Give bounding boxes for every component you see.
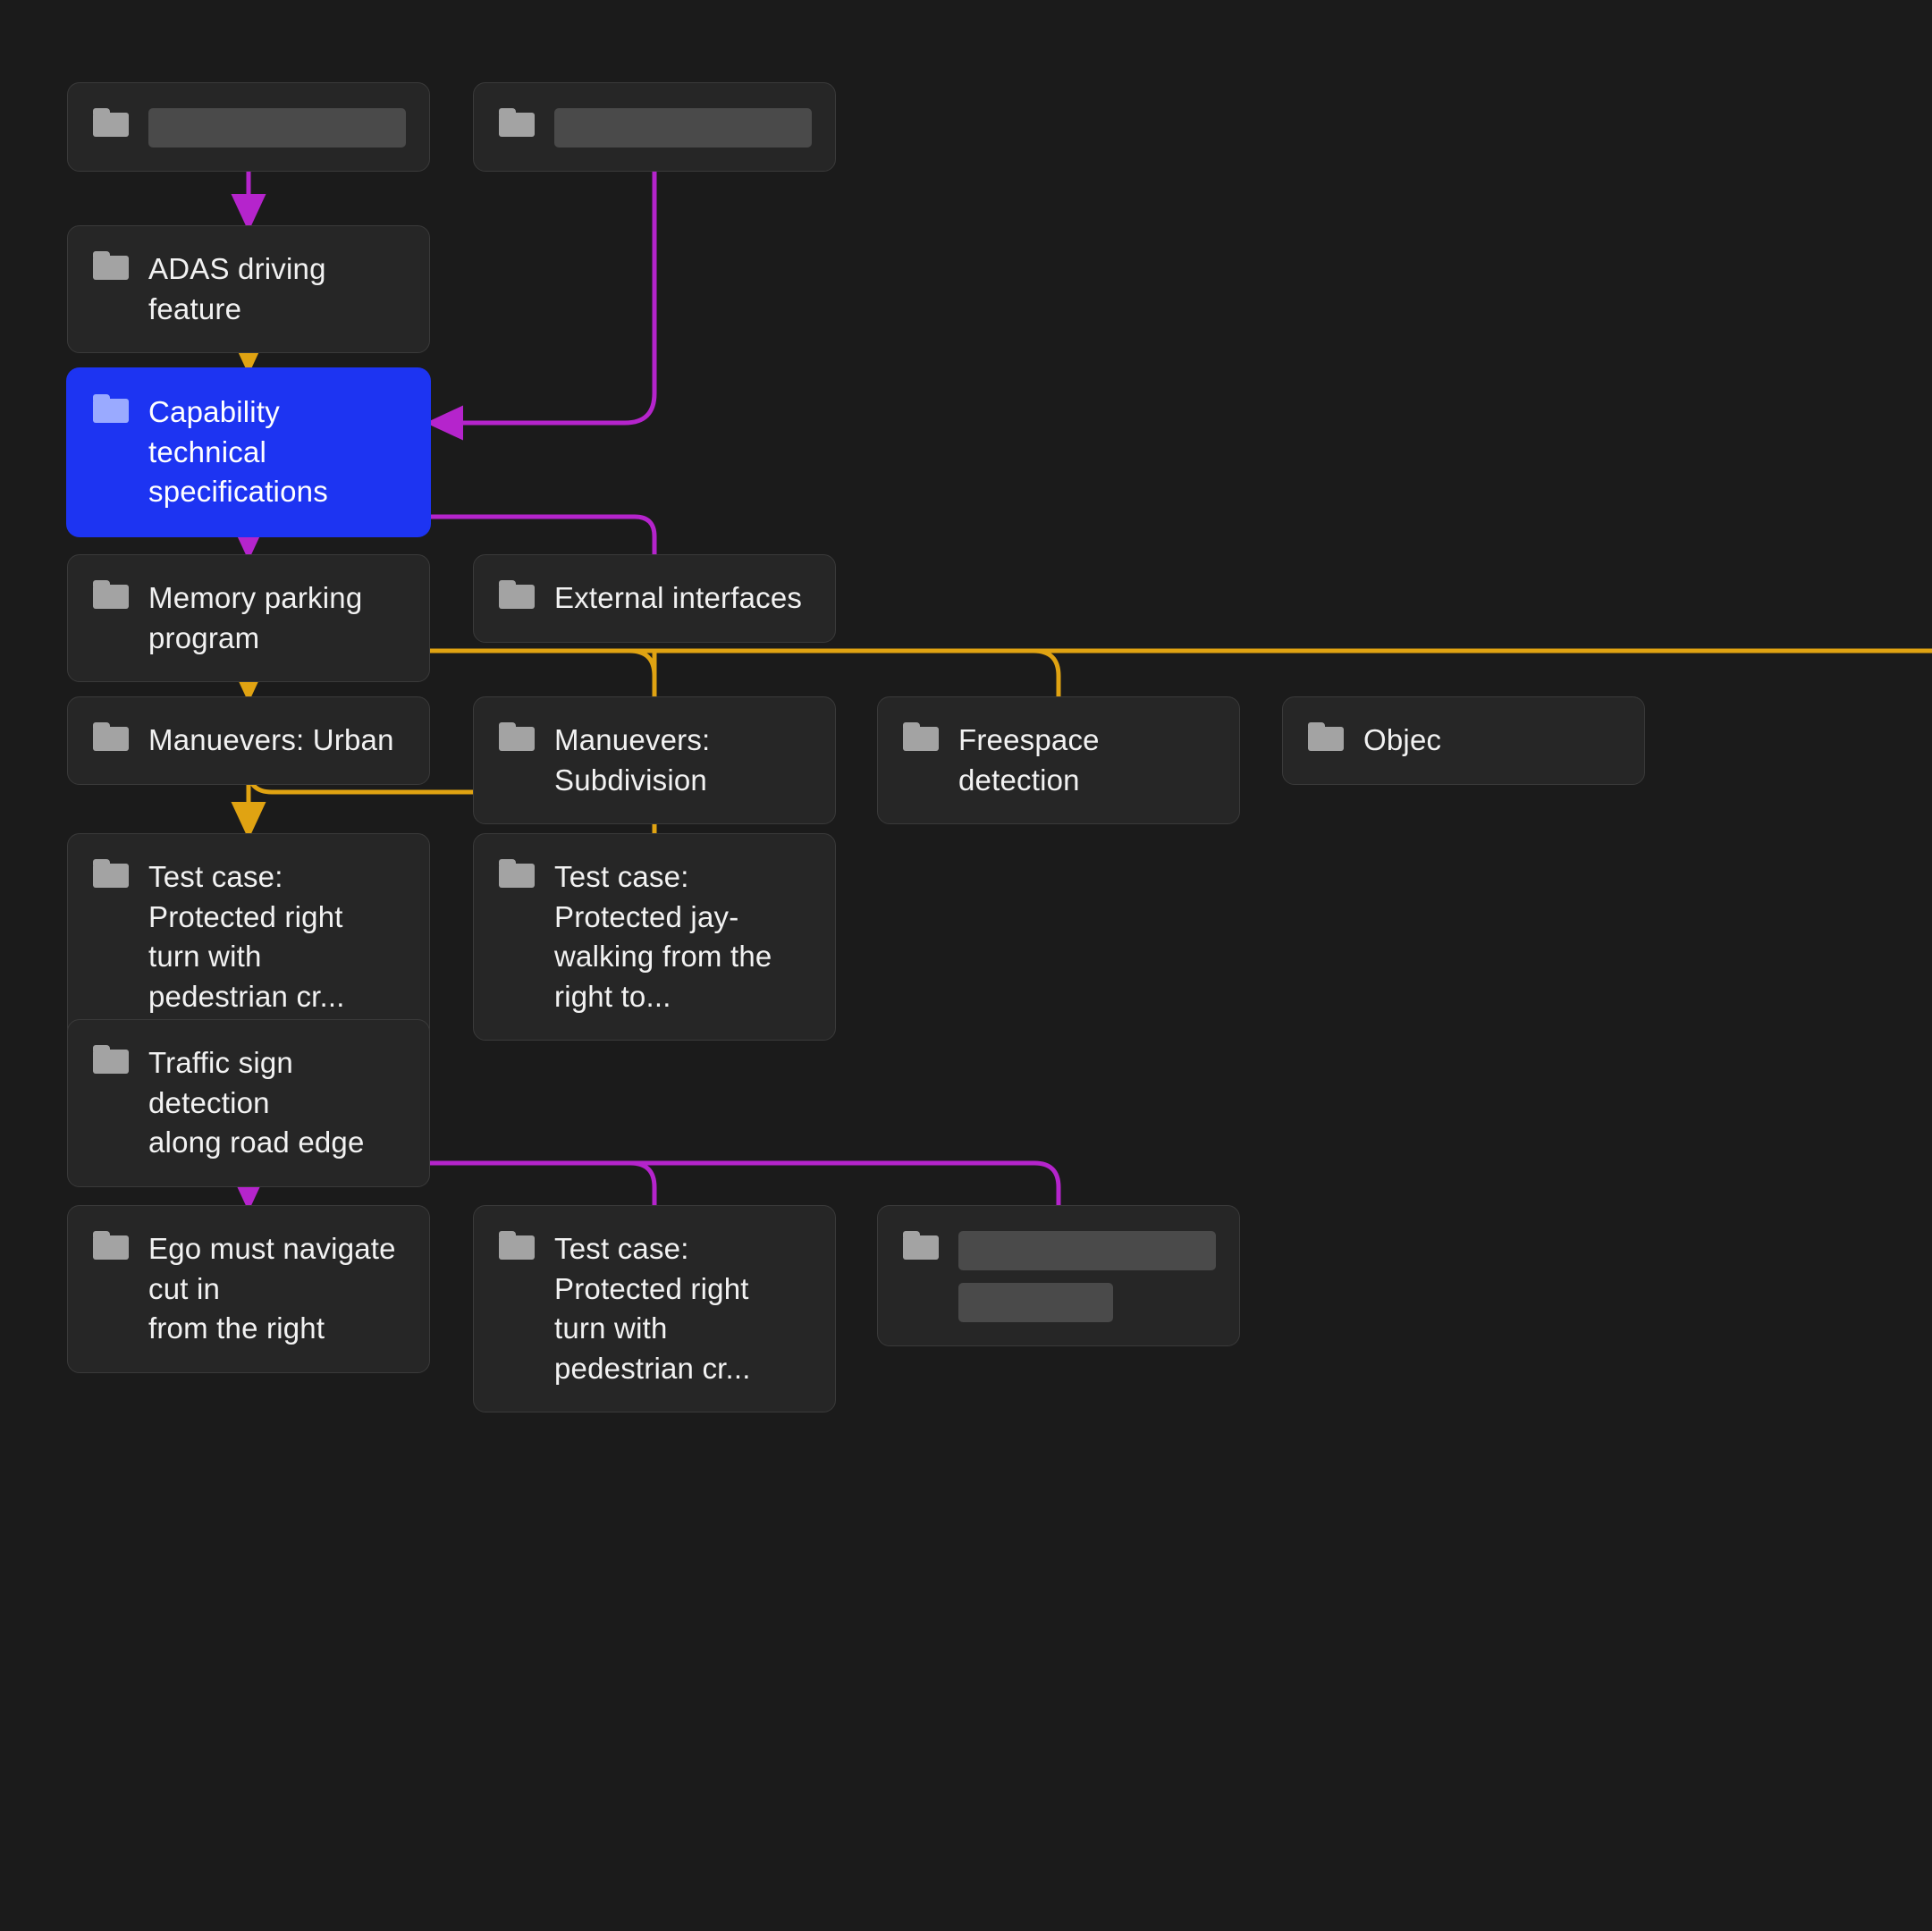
graph-node[interactable]: ADAS driving feature	[67, 225, 430, 354]
graph-node[interactable]: Manuevers: Urban	[67, 696, 430, 785]
loading-skeleton	[958, 1229, 1216, 1322]
folder-icon-body	[93, 864, 129, 888]
graph-node-label: Test case: Protected jay- walking from t…	[554, 860, 772, 1013]
folder-icon	[499, 859, 535, 888]
folder-icon	[93, 722, 129, 751]
folder-icon	[93, 108, 129, 137]
edge-root-right-to-capability	[425, 140, 662, 441]
folder-icon-tab	[93, 251, 110, 257]
folder-icon-tab	[93, 1045, 110, 1051]
graph-node-label: Objec	[1363, 723, 1442, 756]
graph-node[interactable]: Test case: Protected right turn with ped…	[67, 833, 430, 1041]
folder-icon-tab	[93, 1231, 110, 1237]
graph-node[interactable]: Ego must navigate cut in from the right	[67, 1205, 430, 1373]
folder-icon-body	[903, 1235, 939, 1260]
graph-node[interactable]: Test case: Protected right turn with ped…	[473, 1205, 836, 1413]
folder-icon-body	[93, 1235, 129, 1260]
folder-icon	[903, 1231, 939, 1260]
graph-node[interactable]: Test case: Protected jay- walking from t…	[473, 833, 836, 1041]
folder-icon-body	[93, 399, 129, 423]
graph-node-label: ADAS driving feature	[148, 252, 326, 325]
folder-icon-tab	[93, 580, 110, 586]
folder-icon-body	[93, 113, 129, 137]
folder-icon-tab	[499, 722, 516, 729]
graph-node[interactable]: Memory parking program	[67, 554, 430, 683]
graph-node[interactable]	[67, 82, 430, 172]
graph-node-label: Capability technical specifications	[148, 395, 328, 509]
folder-icon	[499, 722, 535, 751]
folder-icon-tab	[903, 722, 920, 729]
folder-icon-tab	[499, 108, 516, 114]
folder-icon-tab	[93, 108, 110, 114]
graph-node-label: Manuevers: Urban	[148, 723, 394, 756]
folder-icon-body	[903, 727, 939, 751]
skeleton-bar	[958, 1283, 1113, 1322]
folder-icon-tab	[499, 1231, 516, 1237]
folder-icon-body	[93, 727, 129, 751]
graph-node[interactable]: External interfaces	[473, 554, 836, 643]
folder-icon-tab	[93, 394, 110, 401]
folder-icon-tab	[499, 859, 516, 865]
folder-icon-tab	[93, 722, 110, 729]
folder-icon-body	[499, 727, 535, 751]
folder-icon-body	[93, 1050, 129, 1074]
graph-node[interactable]	[473, 82, 836, 172]
graph-node[interactable]: Traffic sign detection along road edge	[67, 1019, 430, 1187]
folder-icon	[93, 580, 129, 609]
graph-node-label: Test case: Protected right turn with ped…	[554, 1232, 751, 1385]
graph-node-label: Freespace detection	[958, 723, 1100, 797]
graph-node-label: Ego must navigate cut in from the right	[148, 1232, 396, 1345]
graph-node[interactable]: Manuevers: Subdivision	[473, 696, 836, 825]
folder-icon-body	[499, 1235, 535, 1260]
folder-icon	[93, 859, 129, 888]
folder-icon	[499, 108, 535, 137]
folder-icon	[499, 580, 535, 609]
folder-icon	[93, 251, 129, 280]
skeleton-bar	[958, 1231, 1216, 1270]
folder-icon	[499, 1231, 535, 1260]
graph-node[interactable]	[877, 1205, 1240, 1346]
skeleton-bar	[554, 108, 812, 148]
graph-node[interactable]: Freespace detection	[877, 696, 1240, 825]
loading-skeleton	[554, 106, 812, 148]
folder-icon	[93, 394, 129, 423]
graph-node-label: External interfaces	[554, 581, 803, 614]
folder-icon	[93, 1231, 129, 1260]
graph-node-label: Test case: Protected right turn with ped…	[148, 860, 345, 1013]
folder-icon-body	[1308, 727, 1344, 751]
graph-node[interactable]: Objec	[1282, 696, 1645, 785]
graph-node-label: Memory parking program	[148, 581, 363, 654]
folder-icon-body	[499, 585, 535, 609]
loading-skeleton	[148, 106, 406, 148]
folder-icon-body	[499, 864, 535, 888]
folder-icon	[903, 722, 939, 751]
folder-icon-tab	[499, 580, 516, 586]
folder-icon	[93, 1045, 129, 1074]
folder-icon-tab	[1308, 722, 1325, 729]
folder-icon-body	[93, 585, 129, 609]
graph-node-label: Manuevers: Subdivision	[554, 723, 711, 797]
folder-icon-tab	[93, 859, 110, 865]
folder-icon-tab	[903, 1231, 920, 1237]
skeleton-bar	[148, 108, 406, 148]
folder-icon-body	[93, 256, 129, 280]
graph-node-label: Traffic sign detection along road edge	[148, 1046, 365, 1159]
folder-icon-body	[499, 113, 535, 137]
folder-icon	[1308, 722, 1344, 751]
graph-node[interactable]: Capability technical specifications	[67, 368, 430, 536]
